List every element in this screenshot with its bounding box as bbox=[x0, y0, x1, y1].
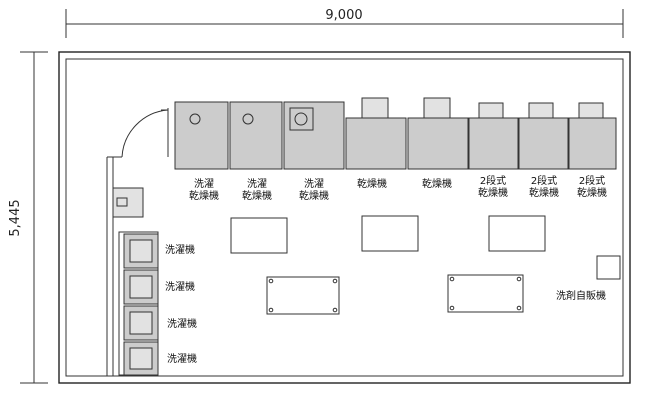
machine-label: 乾燥機 bbox=[242, 189, 272, 202]
table-3 bbox=[488, 215, 546, 252]
washer-dryer-3 bbox=[283, 101, 345, 170]
top-machine-labels: 洗濯 乾燥機 洗濯 乾燥機 洗濯 乾燥機 乾燥機 乾燥機 2段式 乾燥機 2段式… bbox=[189, 174, 607, 202]
machine-label: 乾燥機 bbox=[189, 189, 219, 202]
washer-door-icon bbox=[242, 113, 254, 125]
dryer-1 bbox=[345, 117, 407, 170]
machine-label: 乾燥機 bbox=[529, 186, 559, 199]
machine-label: 洗濯 bbox=[247, 178, 267, 190]
coin-changer bbox=[112, 187, 144, 218]
machine-label: 乾燥機 bbox=[577, 186, 607, 199]
machine-label: 乾燥機 bbox=[357, 177, 387, 190]
machine-label: 洗濯機 bbox=[167, 317, 197, 330]
washer-door-icon bbox=[129, 275, 153, 299]
washer-window-icon bbox=[289, 107, 314, 131]
bench-1 bbox=[266, 276, 340, 315]
machine-label: 乾燥機 bbox=[299, 189, 329, 202]
table-1 bbox=[230, 217, 288, 254]
folding-tables bbox=[230, 215, 546, 254]
washer-door-icon bbox=[294, 112, 308, 126]
height-dimension: 5,445 bbox=[8, 51, 48, 384]
machine-label: 乾燥機 bbox=[478, 186, 508, 199]
machine-label: 洗濯機 bbox=[167, 352, 197, 365]
stack-dryer-1-top bbox=[478, 102, 504, 119]
bench-2 bbox=[447, 274, 524, 313]
detergent-vending-machine: 洗剤自販機 bbox=[556, 255, 621, 302]
machine-label: 洗濯 bbox=[304, 178, 324, 190]
washer-door-icon bbox=[129, 311, 153, 335]
dryer-2 bbox=[407, 117, 469, 170]
washer-door-icon bbox=[129, 239, 153, 263]
washer-door-icon bbox=[189, 113, 201, 125]
top-machine-row bbox=[174, 97, 617, 170]
stack-dryer-1 bbox=[468, 117, 519, 170]
height-dimension-label: 5,445 bbox=[8, 199, 23, 236]
left-machine-labels: 洗濯機 洗濯機 洗濯機 洗濯機 bbox=[165, 243, 197, 365]
left-machine-column bbox=[118, 231, 159, 376]
machine-label: 乾燥機 bbox=[422, 177, 452, 190]
machine-label: 2段式 bbox=[531, 174, 557, 187]
washer-dryer-1 bbox=[174, 101, 229, 170]
width-dimension-label: 9,000 bbox=[325, 8, 362, 23]
washer-door-icon bbox=[129, 347, 153, 370]
machine-label: 洗濯機 bbox=[165, 280, 195, 293]
table-2 bbox=[361, 215, 419, 252]
stack-dryer-3 bbox=[568, 117, 617, 170]
vending-label: 洗剤自販機 bbox=[556, 289, 606, 302]
benches bbox=[266, 274, 524, 315]
machine-label: 2段式 bbox=[480, 174, 506, 187]
stack-dryer-2-top bbox=[528, 102, 554, 119]
machine-label: 洗濯機 bbox=[165, 243, 195, 256]
outer-wall bbox=[58, 51, 631, 384]
width-dimension: 9,000 bbox=[65, 8, 624, 38]
dryer-2-top bbox=[423, 97, 451, 119]
machine-label: 洗濯 bbox=[194, 178, 214, 190]
stack-dryer-3-top bbox=[578, 102, 604, 119]
inner-wall bbox=[65, 58, 624, 377]
stack-dryer-2 bbox=[518, 117, 569, 170]
coin-slot-icon bbox=[116, 197, 128, 207]
washer-dryer-2 bbox=[229, 101, 283, 170]
dryer-1-top bbox=[361, 97, 389, 119]
machine-label: 2段式 bbox=[579, 174, 605, 187]
